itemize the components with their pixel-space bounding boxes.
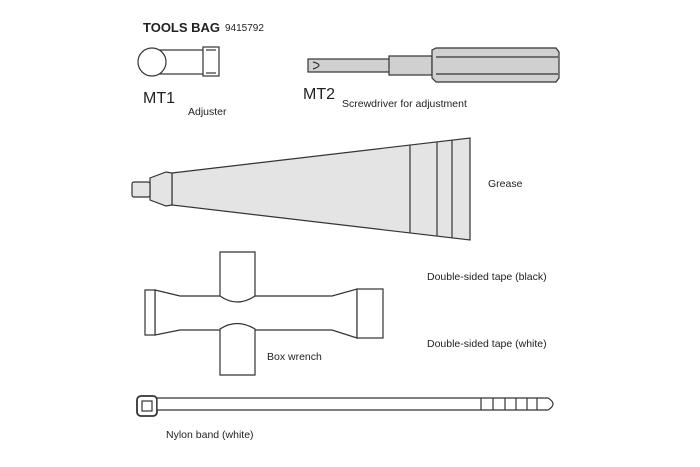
mt1-label: Adjuster xyxy=(188,106,227,118)
nylon-band-label: Nylon band (white) xyxy=(166,429,254,441)
screwdriver-illustration xyxy=(307,47,560,83)
box-wrench-illustration xyxy=(144,251,384,376)
tape-white-label: Double-sided tape (white) xyxy=(427,338,547,350)
page-title: TOOLS BAG xyxy=(143,20,221,35)
grease-tube-illustration xyxy=(131,137,471,241)
part-number: 9415792 xyxy=(225,23,264,34)
tape-black-label: Double-sided tape (black) xyxy=(427,271,547,283)
mt1-code: MT1 xyxy=(143,90,175,107)
adjuster-illustration xyxy=(137,46,220,77)
grease-label: Grease xyxy=(488,178,523,190)
mt2-label: Screwdriver for adjustment xyxy=(342,98,467,110)
box-wrench-label: Box wrench xyxy=(267,351,322,363)
mt2-code: MT2 xyxy=(303,86,335,103)
nylon-band-illustration xyxy=(136,395,554,417)
